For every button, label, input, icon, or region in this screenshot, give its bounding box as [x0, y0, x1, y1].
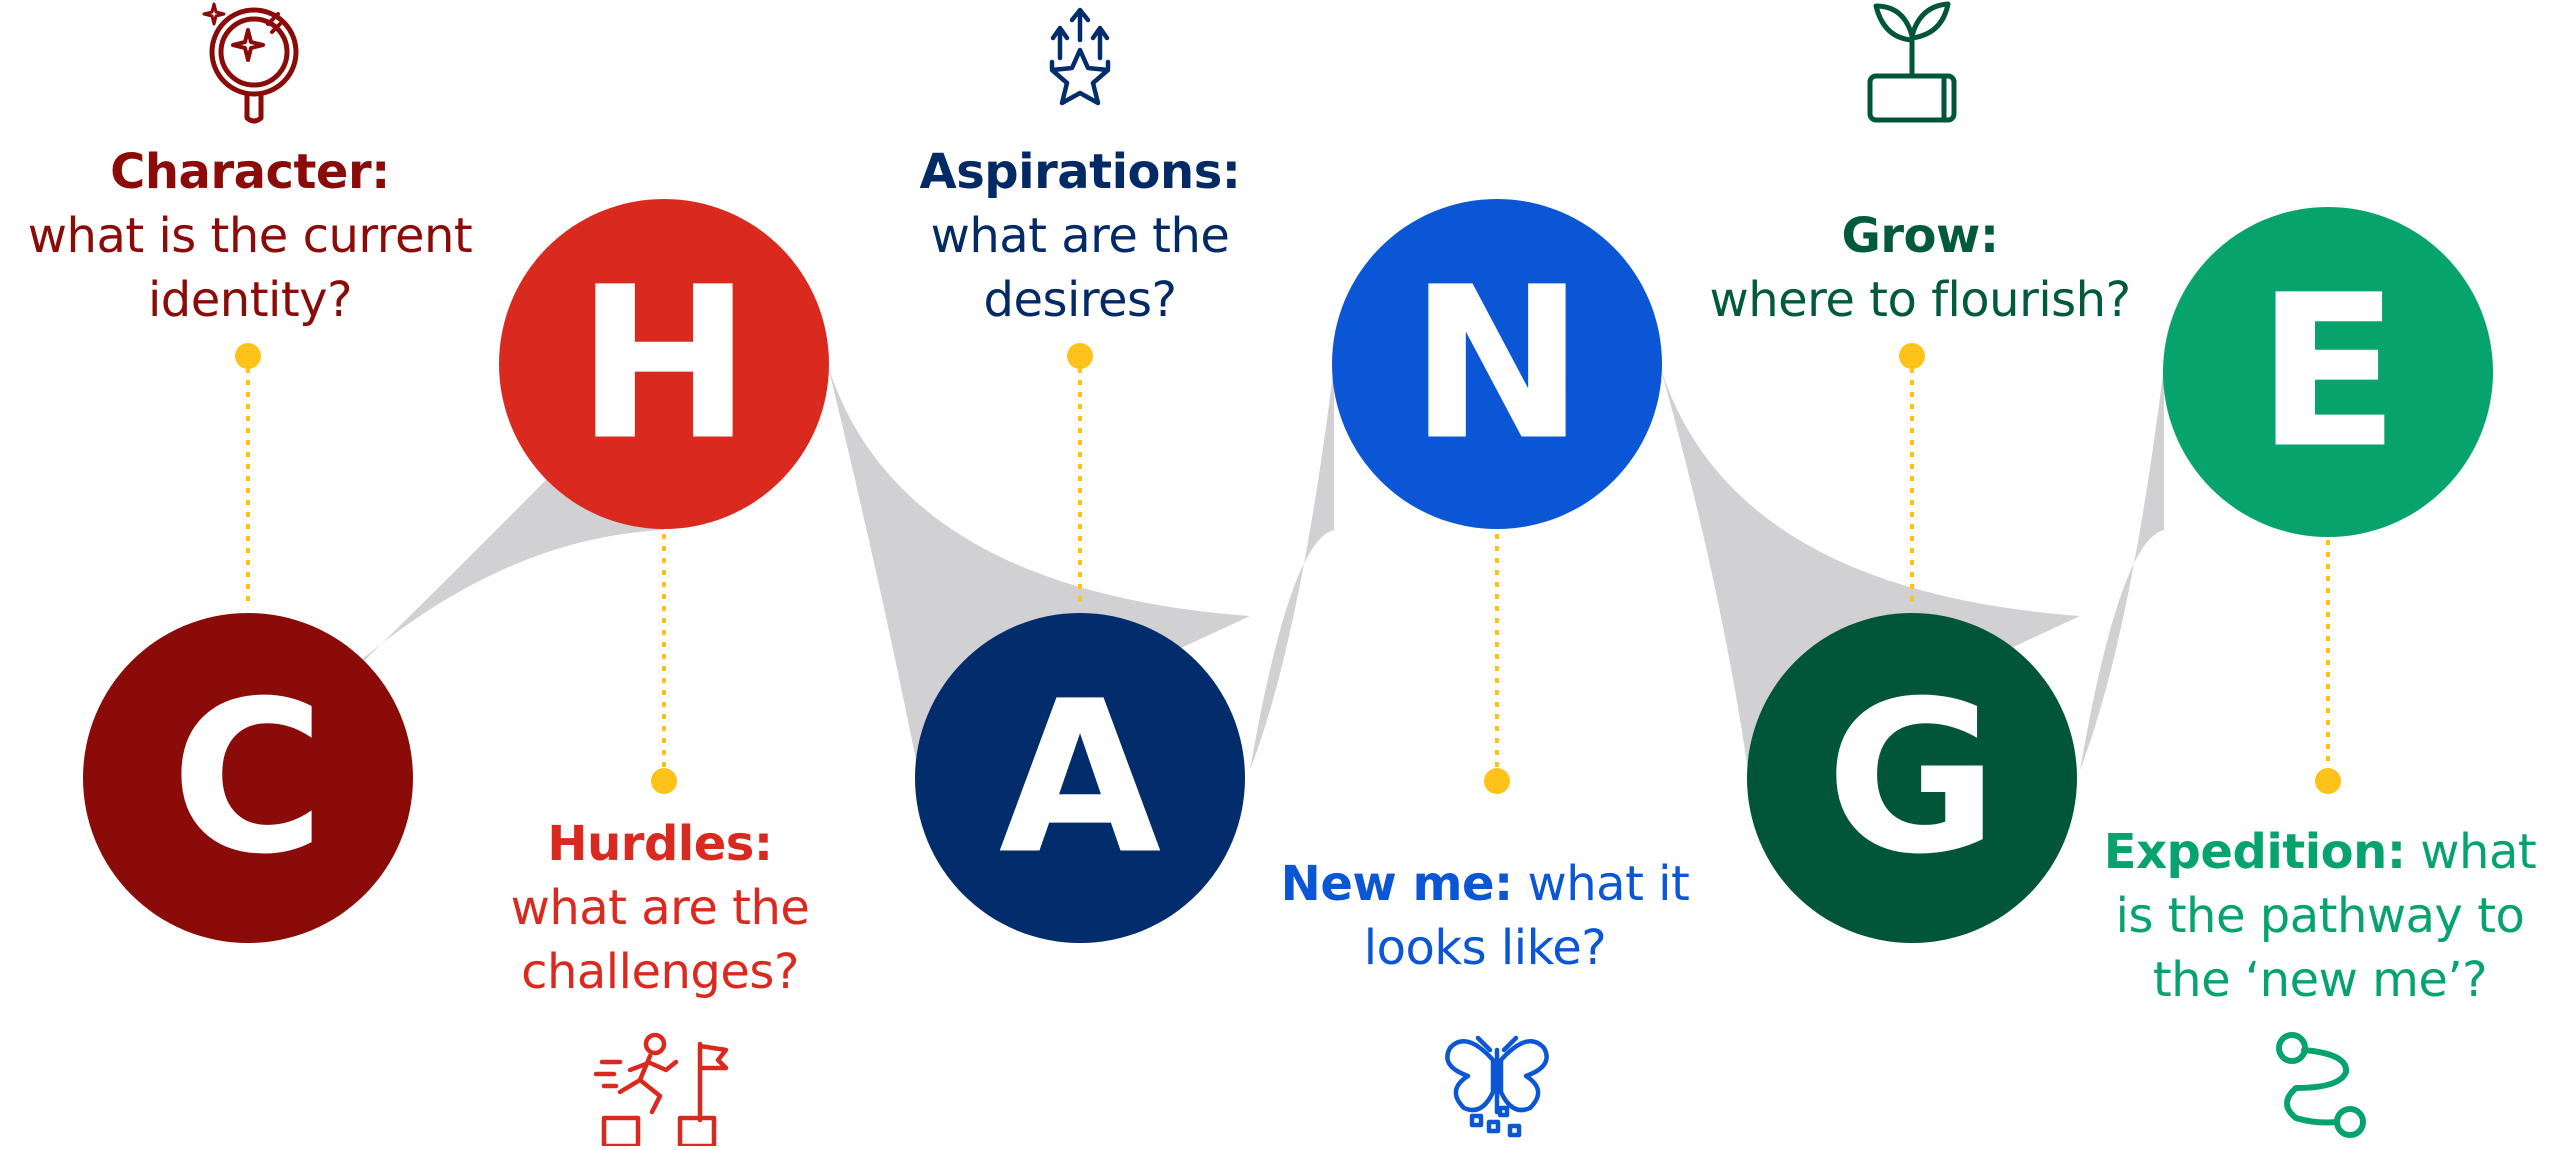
leader-lines: [246, 356, 2330, 780]
caption-text-expedition: what is the pathway to the ‘new me’?: [2115, 824, 2537, 1008]
dot-c: [235, 343, 261, 369]
caption-new-me: New me: what it looks like?: [1235, 852, 1735, 980]
caption-keyword-aspirations: Aspirations:: [919, 144, 1241, 200]
connector-a-n: [1250, 366, 1334, 770]
caption-character: Character: what is the current identity?: [0, 140, 500, 332]
caption-keyword-character: Character:: [110, 144, 390, 200]
runner-hurdles-icon: [593, 1032, 729, 1149]
dot-n: [1484, 768, 1510, 794]
caption-text-new-me: what it looks like?: [1363, 856, 1690, 976]
letter-circles: C H A N G E: [83, 199, 2493, 943]
caption-expedition: Expedition: what is the pathway to the ‘…: [2090, 820, 2550, 1012]
dot-h: [651, 768, 677, 794]
leader-dots: [235, 343, 2341, 794]
circle-h: H: [499, 199, 829, 529]
letter-c: C: [171, 656, 325, 901]
caption-keyword-new-me: New me:: [1280, 856, 1514, 912]
butterfly-icon: [1445, 1035, 1549, 1138]
circle-e: E: [2163, 207, 2493, 537]
caption-text-character: what is the current identity?: [27, 208, 473, 328]
dot-g: [1899, 343, 1925, 369]
connector-g-e: [2080, 366, 2164, 770]
star-rising-icon: [1049, 7, 1111, 106]
caption-keyword-hurdles: Hurdles:: [547, 816, 773, 872]
caption-grow: Grow: where to flourish?: [1650, 204, 2190, 332]
letter-e: E: [2256, 250, 2399, 495]
sprout-pot-icon: [1867, 1, 1957, 123]
circle-n: N: [1332, 199, 1662, 529]
caption-text-aspirations: what are the desires?: [930, 208, 1230, 328]
path-route-icon: [2276, 1032, 2366, 1138]
caption-text-hurdles: what are the challenges?: [510, 880, 810, 1000]
letter-a: A: [999, 656, 1162, 901]
caption-aspirations: Aspirations: what are the desires?: [830, 140, 1330, 332]
dot-e: [2315, 768, 2341, 794]
caption-hurdles: Hurdles: what are the challenges?: [410, 812, 910, 1004]
caption-keyword-expedition: Expedition:: [2103, 824, 2406, 880]
letter-h: H: [576, 242, 752, 487]
circle-a: A: [915, 613, 1245, 943]
letter-n: N: [1409, 242, 1585, 487]
connector-n-g: [1660, 366, 2080, 770]
caption-keyword-grow: Grow:: [1841, 208, 1999, 264]
caption-text-grow: where to flourish?: [1709, 272, 2131, 328]
mirror-icon: [202, 2, 299, 124]
dot-a: [1067, 343, 1093, 369]
circle-g: G: [1747, 613, 2077, 943]
connector-h-a: [828, 366, 1250, 770]
letter-g: G: [1826, 656, 1998, 901]
circle-c: C: [83, 613, 413, 943]
